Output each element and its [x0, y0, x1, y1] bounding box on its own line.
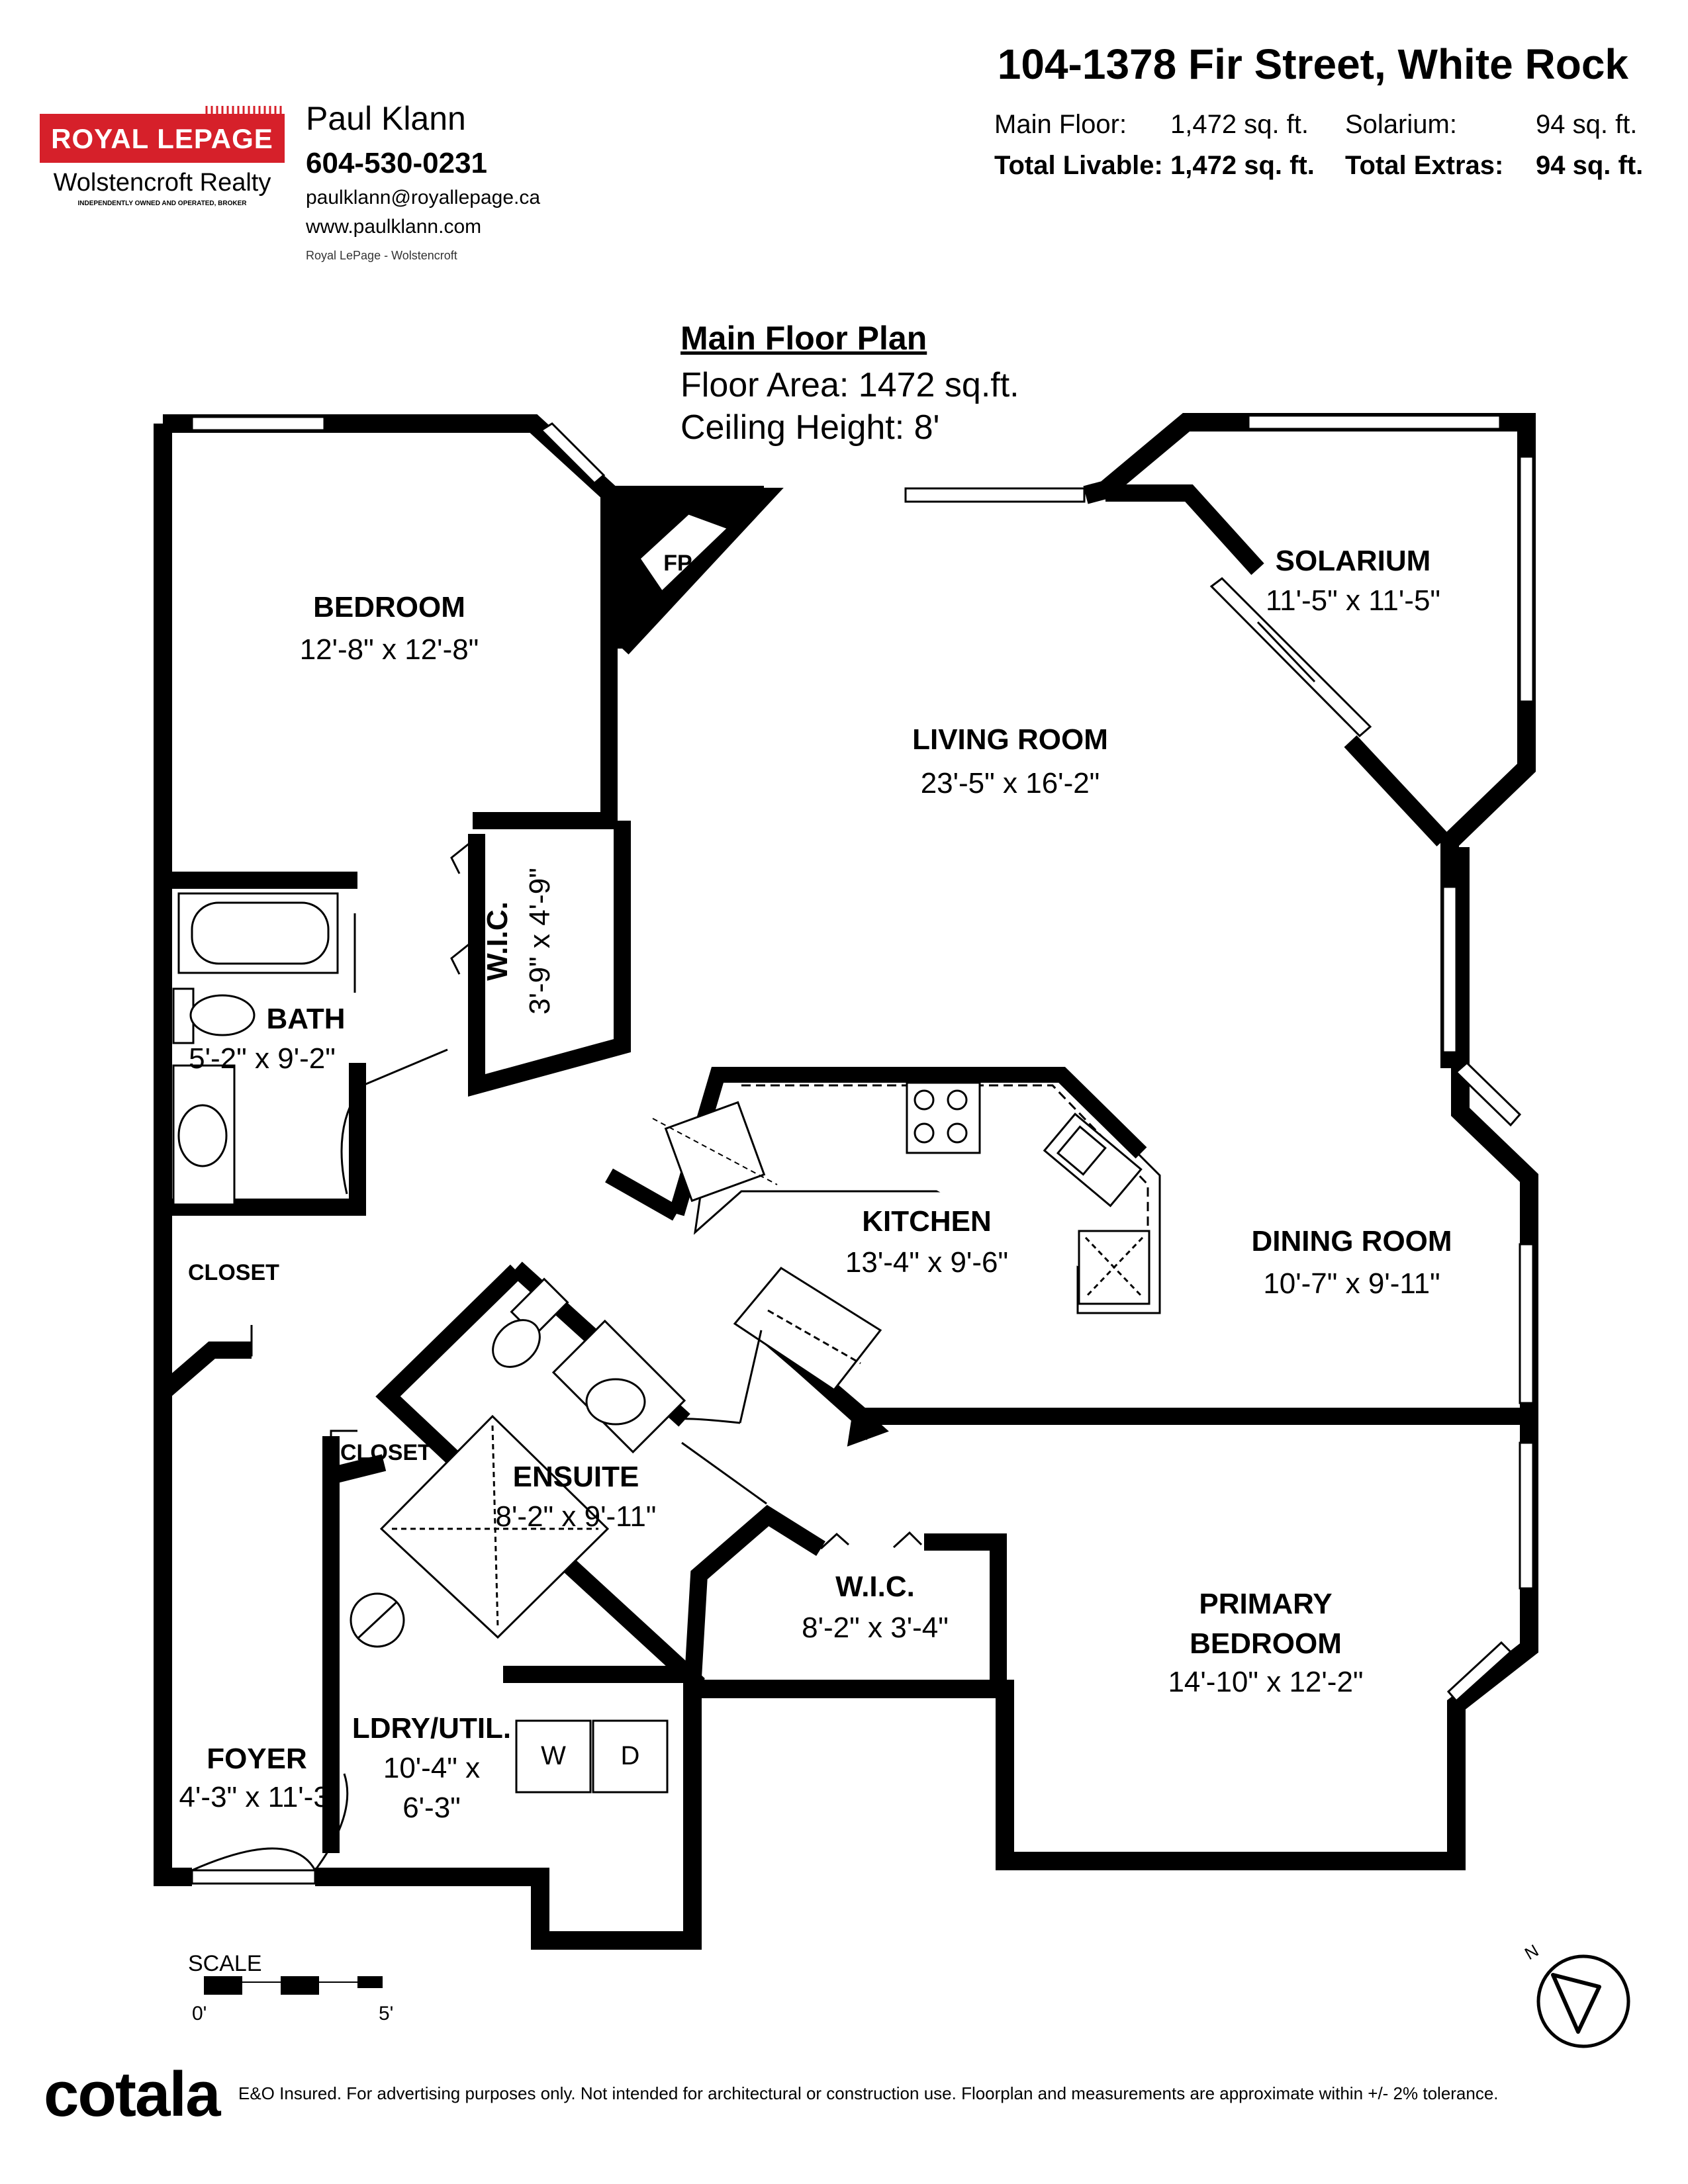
solarium-dim: 11'-5" x 11'-5"	[1266, 584, 1440, 617]
agent-phone[interactable]: 604-530-0231	[306, 147, 488, 179]
company-logo: cotala	[44, 2059, 220, 2130]
bath-name: BATH	[267, 1003, 346, 1035]
washer-label: W	[541, 1741, 566, 1770]
sink-icon	[172, 1064, 236, 1206]
ensuite-door[interactable]	[674, 1330, 767, 1505]
dining-room-name: DINING ROOM	[1251, 1225, 1452, 1257]
kitchen-dim: 13'-4" x 9'-6"	[845, 1246, 1008, 1279]
scale-end: 5'	[379, 2003, 394, 2025]
shower-icon	[379, 1414, 610, 1639]
wic1-dim: 3'-9" x 4'-9"	[524, 868, 556, 1015]
office-name: Wolstencroft Realty	[53, 169, 271, 197]
total-extras-value: 94 sq. ft.	[1536, 151, 1644, 180]
ensuite-dim: 8'-2" x 9'-11"	[496, 1500, 657, 1533]
logo-text: ROYAL LEPAGE	[51, 123, 273, 154]
bedroom-name: BEDROOM	[313, 591, 465, 623]
entry-door[interactable]	[191, 1773, 349, 1885]
foyer-dim: 4'-3" x 11'-3"	[179, 1781, 340, 1813]
fireplace-label: FP	[663, 551, 692, 576]
kitchen-name: KITCHEN	[862, 1205, 992, 1238]
agent-email[interactable]: paulklann@royallepage.ca	[306, 187, 541, 208]
scale-start: 0'	[192, 2003, 207, 2025]
main-floor-value: 1,472 sq. ft.	[1170, 110, 1309, 139]
disclaimer: E&O Insured. For advertising purposes on…	[238, 2083, 1499, 2103]
total-extras-label: Total Extras:	[1345, 151, 1504, 180]
foyer-name: FOYER	[207, 1743, 307, 1775]
ensuite-sink-icon	[551, 1319, 686, 1454]
bath-dim: 5'-2" x 9'-2"	[189, 1042, 336, 1075]
solarium-value: 94 sq. ft.	[1536, 110, 1638, 139]
scale-label: SCALE	[188, 1951, 262, 1976]
wic1-doors[interactable]	[450, 841, 472, 975]
closet1-door[interactable]	[209, 1325, 253, 1357]
agent-website[interactable]: www.paulklann.com	[306, 216, 482, 238]
primary-name-line2: BEDROOM	[1190, 1627, 1342, 1660]
dishwasher-icon	[1078, 1230, 1150, 1305]
ensuite-toilet-icon	[492, 1277, 569, 1368]
fireplace-icon	[616, 498, 768, 649]
closet2-door[interactable]	[330, 1430, 357, 1463]
solarium-label: Solarium:	[1345, 110, 1457, 139]
listing-address: 104-1378 Fir Street, White Rock	[997, 40, 1628, 88]
stove-icon	[906, 1081, 981, 1154]
total-livable-label: Total Livable:	[994, 151, 1163, 180]
primary-name-line1: PRIMARY	[1199, 1588, 1332, 1620]
laundry-dim-1: 10'-4" x	[383, 1752, 480, 1784]
dining-room-dim: 10'-7" x 9'-11"	[1263, 1267, 1440, 1300]
wic1-name: W.I.C.	[481, 901, 514, 981]
plan-ceiling-height: Ceiling Height: 8'	[680, 408, 940, 447]
brand-logo: ROYAL LEPAGE Wolstencroft Realty INDEPEN…	[40, 106, 285, 232]
solarium-door[interactable]	[1209, 577, 1372, 738]
dryer-label: D	[621, 1741, 640, 1770]
plan-title: Main Floor Plan	[680, 320, 927, 357]
scale-bar	[204, 1976, 383, 1995]
logo-red-box	[40, 114, 285, 163]
primary-dim: 14'-10" x 12'-2"	[1168, 1666, 1363, 1698]
total-livable-value: 1,472 sq. ft.	[1170, 151, 1315, 180]
compass-icon	[1536, 1954, 1630, 2048]
wic2-dim: 8'-2" x 3'-4"	[802, 1612, 949, 1644]
solarium-name: SOLARIUM	[1276, 545, 1431, 577]
main-floor-label: Main Floor:	[994, 110, 1127, 139]
bedroom-dim: 12'-8" x 12'-8"	[300, 633, 479, 666]
wic2-doors[interactable]	[820, 1531, 923, 1550]
brand-tagline: INDEPENDENTLY OWNED AND OPERATED, BROKER	[77, 200, 247, 207]
laundry-name: LDRY/UTIL.	[352, 1712, 511, 1745]
fridge-icon	[664, 1101, 766, 1203]
agent-office: Royal LePage - Wolstencroft	[306, 249, 457, 262]
living-room-dim: 23'-5" x 16'-2"	[921, 767, 1100, 799]
compass-north-label: N	[1521, 1940, 1542, 1964]
wic2-name: W.I.C.	[835, 1570, 915, 1603]
kitchen-island	[733, 1267, 882, 1392]
agent-name: Paul Klann	[306, 100, 466, 137]
dryer-icon	[592, 1719, 669, 1794]
living-room-name: LIVING ROOM	[912, 723, 1108, 756]
windows	[191, 414, 1534, 1703]
washer-icon	[515, 1719, 592, 1794]
logo-lines-icon	[205, 106, 282, 114]
ensuite-name: ENSUITE	[513, 1461, 639, 1493]
bathtub-icon	[177, 892, 356, 993]
laundry-dim-2: 6'-3"	[402, 1792, 461, 1824]
water-heater-icon	[350, 1592, 405, 1648]
closet1-name: CLOSET	[188, 1260, 279, 1285]
kitchen-sink-icon	[1043, 1113, 1143, 1208]
plan-floor-area: Floor Area: 1472 sq.ft.	[680, 366, 1019, 404]
closet2-name: CLOSET	[340, 1440, 432, 1465]
bath-door[interactable]	[340, 1048, 448, 1195]
toilet-icon	[172, 987, 256, 1044]
